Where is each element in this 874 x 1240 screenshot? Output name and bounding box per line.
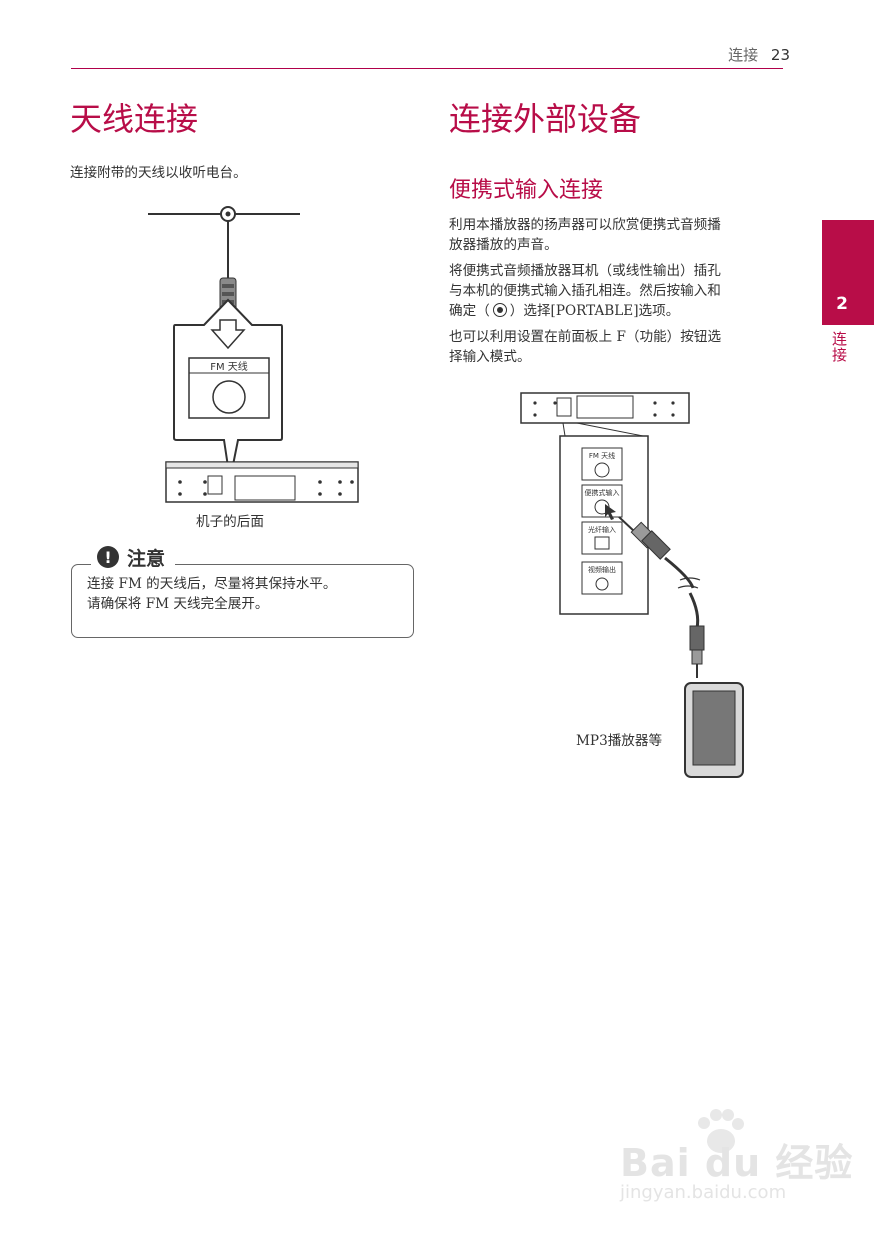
paragraph-2: 将便携式音频播放器耳机（或线性输出）插孔 与本机的便携式输入插孔相连。然后按输入…	[449, 263, 721, 319]
note-body: 连接 FM 的天线后，尽量将其保持水平。 请确保将 FM 天线完全展开。	[87, 574, 407, 614]
paw-icon	[698, 1109, 744, 1153]
svg-text:光纤输入: 光纤输入	[588, 525, 616, 534]
arrow-cursor-icon	[605, 504, 616, 520]
paragraph-3: 也可以利用设置在前面板上 F（功能）按钮选 择输入模式。	[449, 329, 722, 365]
fm-jack-socket	[212, 380, 246, 414]
audio-plug-top	[618, 516, 671, 560]
audio-cable	[664, 556, 695, 589]
fm-antenna-diagram: FM 天线	[148, 206, 359, 503]
portable-connection-diagram: FM 天线 便携式输入 光纤输入 视频输出	[520, 392, 744, 778]
external-device-title: 连接外部设备	[449, 100, 642, 138]
warning-icon: !	[97, 546, 119, 568]
page-number: 23	[770, 46, 790, 64]
portable-input-subtitle: 便携式输入连接	[449, 178, 604, 203]
chapter-tab-label: 连接	[830, 331, 848, 363]
svg-text:视频输出: 视频输出	[588, 565, 616, 574]
page-header: 连接 23	[728, 44, 790, 65]
header-section: 连接	[728, 46, 759, 64]
enter-button-icon	[492, 303, 507, 317]
svg-text:FM 天线: FM 天线	[589, 451, 615, 460]
arrow-down-icon	[210, 319, 246, 350]
mp3-player-screen	[692, 690, 736, 766]
portable-instructions: 利用本播放器的扬声器可以欣赏便携式音频播 放器播放的声音。 将便携式音频播放器耳…	[449, 215, 789, 373]
watermark-logo: Bai du 经验	[620, 1141, 854, 1185]
note-line: 连接 FM 的天线后，尽量将其保持水平。	[87, 576, 337, 592]
fm-jack-label: FM 天线	[210, 360, 248, 373]
svg-text:便携式输入: 便携式输入	[585, 488, 620, 497]
audio-plug-bottom	[689, 625, 705, 678]
paragraph-1: 利用本播放器的扬声器可以欣赏便携式音频播 放器播放的声音。	[449, 217, 721, 253]
antenna-section-title: 天线连接	[70, 100, 199, 138]
chapter-tab	[822, 220, 874, 325]
note-box	[71, 564, 414, 638]
header-rule	[71, 68, 783, 69]
mp3-caption: MP3播放器等	[576, 733, 663, 749]
chapter-tab-number: 2	[836, 294, 848, 314]
rear-caption: 机子的后面	[196, 514, 264, 530]
note-title: 注意	[127, 547, 166, 570]
antenna-intro: 连接附带的天线以收听电台。	[70, 165, 247, 181]
watermark-url: jingyan.baidu.com	[620, 1182, 787, 1203]
note-line: 请确保将 FM 天线完全展开。	[87, 596, 269, 612]
note-header: ! 注意	[91, 542, 176, 572]
